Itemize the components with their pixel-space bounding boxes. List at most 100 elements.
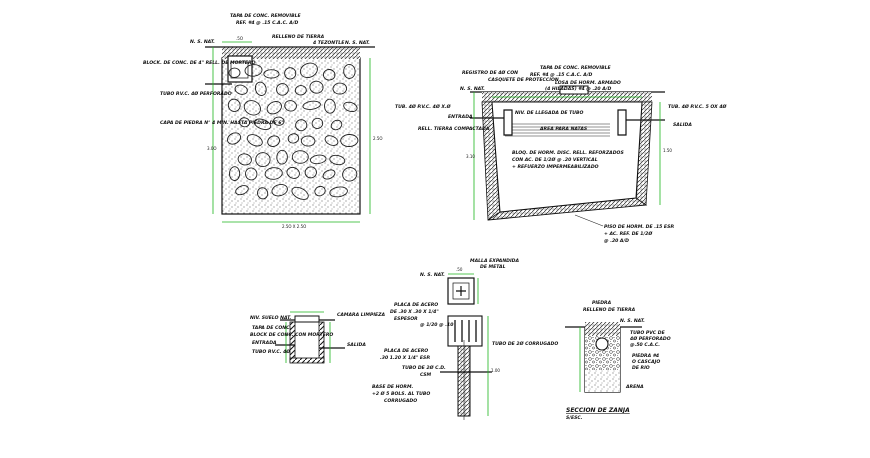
stone (291, 186, 309, 200)
stone (332, 82, 348, 95)
label-entrada: ENTRADA (252, 340, 277, 346)
stone (284, 100, 297, 112)
detail-absorption-pit: 2.5O X 2.5O 2.5O 3.0O .5O TAPA DE CONC. … (143, 13, 383, 229)
dim-text-top: .5O (236, 36, 243, 41)
label-niv: NIV. SUELO NAT. (250, 315, 291, 321)
label-capa: CAPA DE PIEDRA N° 4 MIN. HASTA PIEDRA DE… (160, 120, 284, 126)
stone (330, 119, 343, 131)
label-piedra: PIEDRA #4 (632, 353, 659, 359)
stone (243, 100, 261, 116)
trench-subtitle: S/ESC. (566, 415, 583, 421)
label-placa-4: @ 1/20 @ .10 (420, 322, 454, 328)
detail-trench-section: PIEDRA RELLENO DE TIERRA N. S. NAT. TUBO… (565, 300, 671, 421)
stone (286, 166, 300, 179)
inlet-tee (503, 109, 513, 136)
stone (227, 98, 241, 112)
stone (309, 80, 324, 94)
trench-title: SECCION DE ZANJA (566, 407, 630, 414)
label-salida: SALIDA (347, 342, 366, 348)
label-tub-left: TUB. 4Ø P.V.C. 4Ø X.Ø (395, 103, 452, 110)
label-entrada: ENTRADA (448, 114, 473, 120)
label-tubo: TUBO DE 2Ø C.D. (402, 364, 446, 371)
vent-plate (447, 315, 483, 347)
tank-inner (491, 101, 643, 213)
label-piedra-top: PIEDRA (592, 300, 612, 306)
label-tapa-ref: REF. #4 @ .15 C.A.C. A/D (236, 20, 299, 26)
label-base-3: CORRUGADO (384, 398, 417, 404)
tank-lid (559, 85, 589, 95)
label-tapa: TAPA DE CONC. REMOVIBLE (540, 65, 611, 71)
label-bloque: BLOQ. DE HORM. DISC. RELL. REFORZADOS (512, 150, 624, 156)
label-camara: CAMARA LIMPIEZA (337, 312, 385, 318)
stone (273, 116, 285, 126)
label-rio: DE RIO (632, 365, 650, 371)
label-tapa-ref: REF. #4 @ .15 C.A.C. A/D (530, 72, 593, 78)
label-registro-2: CASQUETE DE PROTECCION (488, 77, 559, 83)
detail-cleanout-box: NIV. SUELO NAT. TAPA DE CONC. BLOCK DE C… (250, 311, 385, 364)
stone (329, 186, 348, 198)
detail-vent-pipe: .50 1.00 MALLA EXPANDIDA DE METAL N. S. … (372, 258, 558, 420)
label-nt: N. S. NAT. (190, 39, 215, 45)
label-placa-b: PLACA DE ACERO (384, 348, 428, 354)
detail-septic-tank: 3.10 1.50 REGISTRO DE 4Ø CON CASQUETE DE… (395, 65, 728, 244)
stone (227, 132, 241, 145)
dim-text-right: 1.00 (491, 368, 500, 373)
label-bloque-3: + REFUERZO IMPERMEABILIZADO (512, 164, 599, 170)
stone (299, 62, 318, 78)
stone (340, 134, 359, 147)
label-tapa: TAPA DE CONC. (252, 325, 291, 331)
label-losa-ref: (4 HILADAS) #4 @ .20 A/D (545, 86, 611, 92)
label-ns: N. S. NAT. (420, 272, 445, 278)
label-malla-2: DE METAL (480, 264, 506, 270)
dim-text-left: 3.0O (207, 146, 217, 151)
label-tubo-2: 4Ø PERFORADO (630, 335, 671, 342)
stone (276, 83, 289, 96)
stone (294, 85, 307, 96)
stone (264, 167, 283, 180)
stone (263, 69, 280, 79)
label-block: BLOCK DE CONC. CON MORTERO (250, 332, 333, 338)
stone (304, 166, 317, 179)
stone (324, 135, 339, 146)
label-grasas: AREA PARA NATAS (539, 126, 588, 132)
label-malla: MALLA EXPANDIDA (470, 258, 519, 264)
box-lid (294, 315, 320, 323)
label-relleno: RELLENO DE TIERRA (583, 307, 636, 313)
label-relleno: RELLENO DE TIERRA (272, 34, 325, 40)
stone (329, 154, 346, 166)
label-losa: LOSA DE HORM. ARMADO (555, 80, 621, 86)
stone (287, 133, 300, 144)
scum-lines (505, 123, 610, 137)
dim-text-right: 1.50 (663, 148, 672, 153)
label-placa-2: DE .30 X .30 X 1/4" (390, 309, 439, 315)
label-tapa: TAPA DE CONC. REMOVIBLE (230, 13, 301, 19)
box-wall-right (318, 321, 325, 363)
stone (266, 101, 282, 115)
stone (276, 149, 288, 165)
label-rell: RELL. TIERRA COMPACTADA (418, 126, 490, 132)
stone (322, 69, 336, 81)
stone (271, 184, 288, 197)
stone (246, 134, 263, 147)
stone (234, 84, 248, 95)
pit-soil-cap (222, 47, 360, 59)
stone (229, 166, 241, 181)
label-tubo: TUBO P.V.C. 4Ø (252, 348, 291, 355)
trench-pipe (595, 337, 609, 351)
label-placa-b-2: .30 1.20 X 1/4" ESP. (380, 355, 431, 361)
label-base: BASE DE HORM. (372, 384, 414, 390)
label-piso-2: + AC. REF. DE 1/2Ø (604, 230, 653, 237)
box-floor (289, 357, 325, 364)
outlet-tee (617, 109, 627, 136)
stone (254, 81, 267, 96)
label-tubo-side: TUBO DE 2Ø CORRUGADO (492, 340, 558, 347)
label-nivel: NIV. DE LLEGADA DE TUBO (515, 110, 583, 116)
label-salida: SALIDA (673, 122, 692, 128)
stone (295, 119, 308, 132)
label-tubo-3: @.50 C.A.C. (630, 342, 660, 348)
stone (253, 118, 272, 131)
label-tubo-2: CSM (420, 372, 432, 378)
label-nat: N. S. NAT. (620, 318, 645, 324)
label-nsnat: N. S. NAT. (460, 86, 485, 92)
